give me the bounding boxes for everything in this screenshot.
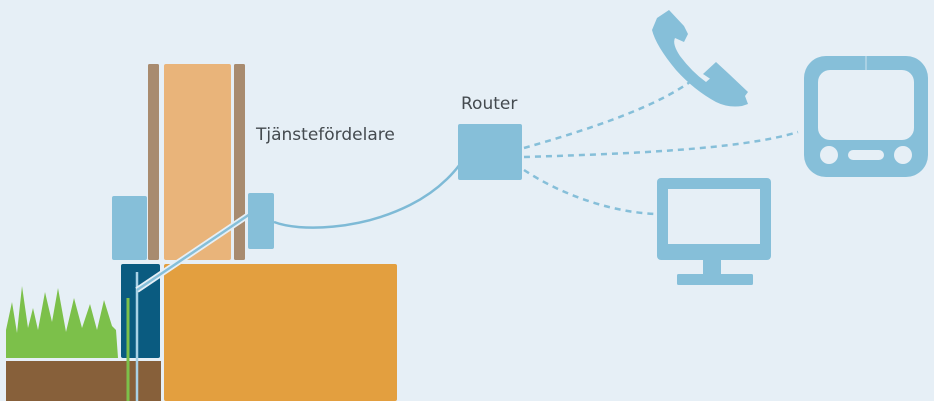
outdoor-connection-box (121, 264, 160, 358)
grass (6, 286, 118, 358)
house-wall (164, 64, 231, 260)
tv-icon (804, 56, 928, 177)
distributor-to-router-cable (273, 151, 469, 229)
service-distributor-box (248, 193, 274, 249)
wall-beam-left (148, 64, 159, 260)
soil (6, 361, 161, 401)
router-box (458, 124, 522, 180)
wireless-link-computer (523, 168, 656, 216)
wireless-link-phone (523, 80, 691, 150)
service-distributor-label: Tjänstefördelare (256, 125, 395, 145)
fiber-through-wall-inner (136, 210, 254, 292)
outdoor-wall-box (112, 196, 147, 260)
computer-monitor-icon (657, 178, 771, 285)
router-label: Router (461, 94, 518, 114)
telephone-icon (652, 10, 748, 107)
house-floor (164, 264, 397, 401)
wireless-link-tv (523, 130, 799, 159)
wall-beam-right (234, 64, 245, 260)
